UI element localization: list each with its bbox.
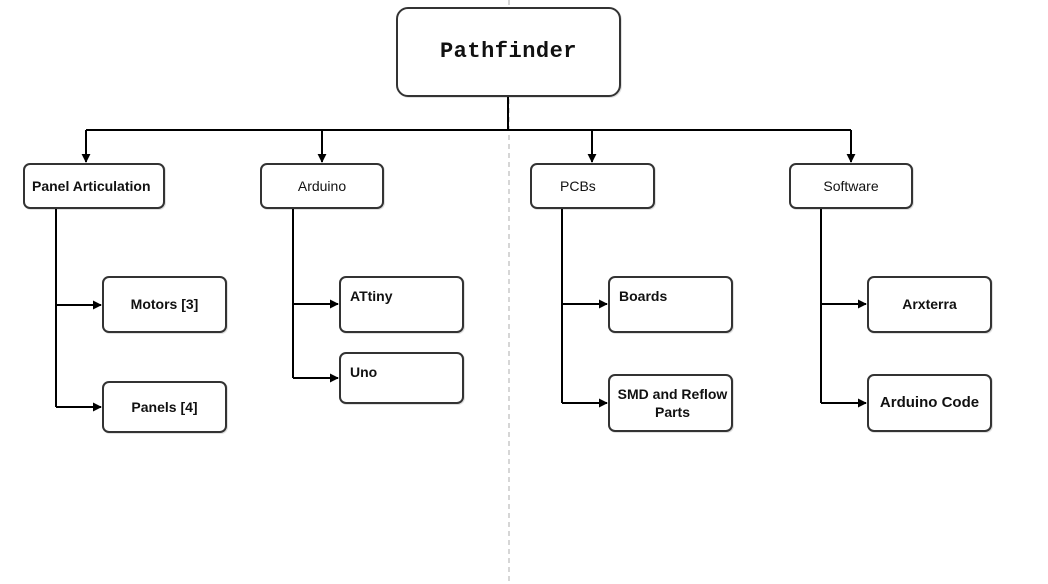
child-node-smd-and-reflow-parts: SMD and Reflow Parts — [608, 374, 733, 432]
child-node-boards: Boards — [608, 276, 733, 333]
child-label: Arduino Code — [879, 394, 980, 412]
category-node-software: Software — [789, 163, 913, 209]
child-node-motors: Motors [3] — [102, 276, 227, 333]
child-node-attiny: ATtiny — [339, 276, 464, 333]
child-label: ATtiny — [350, 288, 393, 304]
child-node-uno: Uno — [339, 352, 464, 404]
child-label: SMD and Reflow Parts — [617, 385, 728, 420]
category-label: Panel Articulation — [32, 178, 151, 194]
category-label: Arduino — [297, 177, 347, 194]
category-label: Software — [823, 177, 879, 194]
child-label: Motors [3] — [130, 296, 199, 313]
child-node-arduino-code: Arduino Code — [867, 374, 992, 432]
child-node-panels: Panels [4] — [102, 381, 227, 433]
child-label: Arxterra — [902, 296, 957, 313]
child-label: Panels [4] — [131, 398, 198, 415]
root-node-pathfinder: Pathfinder — [396, 7, 621, 97]
root-node-label: Pathfinder — [439, 38, 578, 64]
category-label: PCBs — [560, 177, 596, 194]
category-node-panel-articulation: Panel Articulation — [23, 163, 165, 209]
child-node-arxterra: Arxterra — [867, 276, 992, 333]
category-node-arduino: Arduino — [260, 163, 384, 209]
child-label: Boards — [619, 288, 668, 304]
child-label: Uno — [350, 364, 378, 380]
category-node-pcbs: PCBs — [530, 163, 655, 209]
